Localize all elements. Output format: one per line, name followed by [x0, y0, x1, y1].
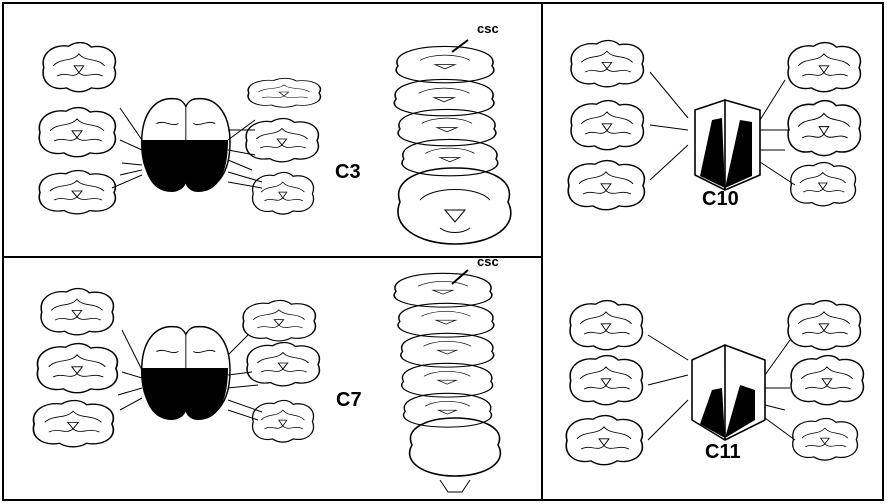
c3-section-right-2 — [246, 118, 318, 161]
c7-label: C7 — [336, 389, 362, 411]
c7-section-right-2 — [247, 342, 319, 385]
c10-connectors-right — [760, 80, 795, 185]
c10-brain — [695, 100, 760, 190]
outer-frame — [3, 3, 883, 500]
c7-connectors-left — [118, 330, 142, 410]
panel-c3: C3 csc — [39, 21, 511, 244]
c10-section-right-2 — [788, 101, 860, 156]
c3-section-left-1 — [43, 43, 115, 92]
c7-section-left-1 — [41, 288, 113, 334]
c11-section-left-2 — [570, 356, 642, 405]
c7-arrow — [452, 270, 468, 284]
c10-section-right-3 — [791, 162, 856, 205]
c7-section-right-3 — [253, 400, 314, 442]
c11-section-left-1 — [570, 301, 642, 350]
panel-c10: C10 — [568, 40, 860, 210]
c7-section-right-1 — [243, 300, 315, 341]
c11-section-right-3 — [793, 418, 858, 460]
c11-section-left-3 — [566, 416, 642, 465]
c3-section-right-1 — [248, 78, 320, 107]
c11-connectors-left — [648, 335, 688, 440]
c3-section-column — [394, 46, 511, 244]
c3-connectors-right — [228, 120, 262, 188]
c7-section-left-2 — [37, 344, 117, 393]
c10-section-left-2 — [571, 101, 643, 150]
c7-section-column — [394, 273, 500, 492]
c11-brain — [692, 345, 765, 440]
c11-section-right-1 — [788, 301, 860, 350]
c3-annotation: csc — [477, 21, 499, 36]
c10-section-left-3 — [568, 161, 644, 210]
c11-label: C11 — [705, 441, 741, 463]
c11-connectors-right — [765, 340, 795, 440]
c10-connectors-left — [650, 72, 688, 180]
c3-label: C3 — [335, 161, 361, 183]
c3-section-left-2 — [39, 108, 115, 157]
panel-c7: C7 csc — [33, 254, 500, 492]
c3-arrow — [452, 40, 468, 52]
c7-annotation: csc — [477, 254, 499, 269]
c3-connectors-left — [112, 108, 142, 188]
c10-section-left-1 — [571, 40, 643, 86]
c3-section-right-3 — [253, 172, 314, 214]
panel-c11: C11 — [566, 301, 863, 465]
c3-section-left-3 — [39, 170, 115, 213]
c7-section-left-3 — [33, 400, 113, 446]
c10-label: C10 — [702, 188, 739, 210]
c10-section-right-1 — [788, 43, 860, 92]
c11-section-right-2 — [791, 356, 863, 405]
c7-brain — [142, 327, 230, 420]
c3-brain — [142, 99, 230, 192]
